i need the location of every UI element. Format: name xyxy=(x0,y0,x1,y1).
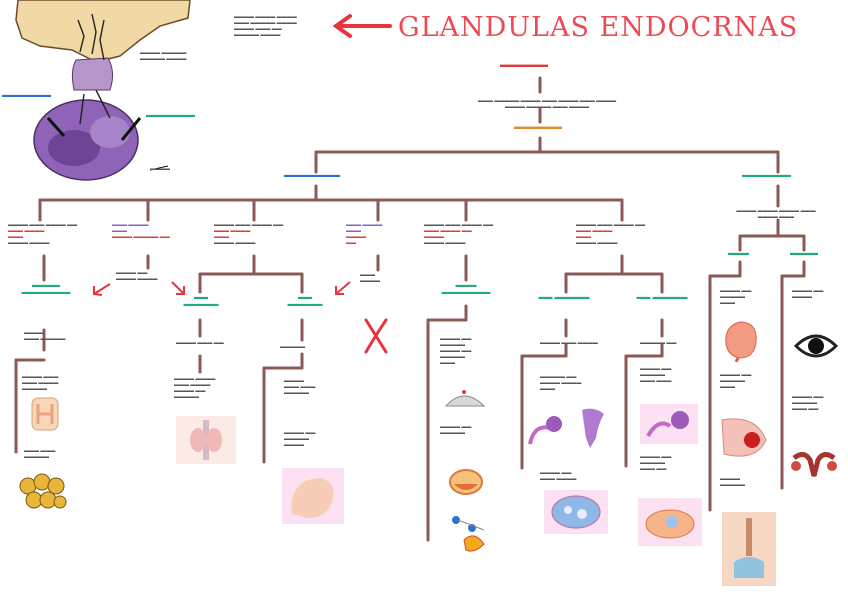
right-a-detail-a: ▬▬▬▬ ▬▬ ▬▬▬▬▬ ▬▬▬ xyxy=(720,288,752,306)
col2-note: ▬▬▬ ▬▬▬▬ ▬▬▬ ▬▬▬▬ ▬▬▬▬▬ ▬▬ xyxy=(112,222,170,240)
intro-note: ▬▬▬▬ ▬▬▬▬ ▬▬▬▬ ▬▬▬ ▬▬▬▬▬ ▬▬▬▬ ▬▬▬▬ ▬▬▬ ▬… xyxy=(234,14,297,38)
col6-note: ▬▬▬▬ ▬▬▬ ▬▬▬▬ ▬▬ ▬▬▬ ▬▬▬▬ ▬▬▬ ▬▬▬▬ ▬▬▬▬ xyxy=(576,222,646,246)
hypothalamus-label: ▬▬▬▬▬▬ xyxy=(500,60,548,69)
neuro-note: ▬▬▬▬ ▬▬▬▬ ▬▬▬▬ ▬▬▬ ▬▬▬▬ ▬▬▬ xyxy=(736,208,816,220)
col5-detail-a: ▬▬▬▬ ▬▬ ▬▬▬▬▬ ▬▬▬▬ ▬▬ ▬▬▬▬▬ ▬▬▬ xyxy=(440,336,472,366)
col4-note: ▬▬▬ ▬▬▬▬ ▬▬▬ ▬▬▬▬ ▬▬ xyxy=(346,222,383,246)
col3b-detail-b: ▬▬▬▬ ▬▬▬ ▬▬▬ ▬▬▬▬▬ xyxy=(284,378,316,396)
right-a-detail-c: ▬▬▬▬ ▬▬▬▬▬ xyxy=(720,476,745,488)
right-b-detail-a: ▬▬▬▬ ▬▬ ▬▬▬▬ xyxy=(792,288,824,300)
col3a-detail-b: ▬▬▬▬ ▬▬▬▬ ▬▬▬ ▬▬▬▬ ▬▬▬▬ ▬▬ ▬▬▬▬▬ xyxy=(174,376,216,400)
female-reproductive-illustration xyxy=(791,452,837,477)
col5-note: ▬▬▬▬ ▬▬▬ ▬▬▬▬ ▬▬ ▬▬▬ ▬▬▬▬ ▬▬ ▬▬▬▬ ▬▬▬▬ ▬… xyxy=(424,222,494,246)
col6a-label: ▬▬ ▬▬▬▬▬ xyxy=(538,294,590,301)
col1-detail-b: ▬▬▬▬ ▬▬▬ ▬▬▬ ▬▬▬▬ ▬▬▬▬▬ xyxy=(22,374,59,392)
adenohypophysis-label: ▬▬▬▬▬▬▬▬ xyxy=(284,172,340,179)
blue-label-left: ▬▬▬▬▬▬▬ xyxy=(2,92,51,99)
col3b-detail-c: ▬▬▬▬ ▬▬ ▬▬▬▬▬ ▬▬▬▬ xyxy=(284,430,316,448)
col3-note: ▬▬▬▬ ▬▬▬ ▬▬▬▬ ▬▬ ▬▬▬ ▬▬▬▬ ▬▬▬ ▬▬▬▬ ▬▬▬▬ xyxy=(214,222,284,246)
green-label-top: ▬▬▬▬▬▬▬ xyxy=(146,112,195,119)
ovary-follicle-illustration xyxy=(544,490,608,534)
col1-target-label: ▬▬▬▬ ▬▬▬▬▬▬▬ xyxy=(21,282,71,296)
red-arrow xyxy=(171,281,185,295)
hypophysis-label: ▬▬▬▬▬▬ xyxy=(514,122,562,131)
note-top-left: ▬▬▬▬ ▬▬▬▬▬ ▬▬▬▬▬ ▬▬▬▬ xyxy=(140,50,187,62)
col3b-label: ▬▬ ▬▬▬▬▬ xyxy=(287,294,323,308)
col1-note: ▬▬▬▬ ▬▬▬ ▬▬▬▬ ▬▬ ▬▬▬ ▬▬▬▬ ▬▬▬ ▬▬▬▬ ▬▬▬▬ xyxy=(8,222,78,246)
kidney-illustration xyxy=(444,390,486,407)
breast-illustration xyxy=(282,468,344,524)
col1-detail-c: ▬▬▬ ▬▬▬ ▬▬▬▬▬ xyxy=(24,448,56,460)
col6b-detail-c: ▬▬▬▬ ▬▬ ▬▬▬▬▬ ▬▬▬ ▬▬ xyxy=(640,454,672,472)
adrenal-gland-illustration xyxy=(449,469,483,495)
col5-detail-b: ▬▬▬▬ ▬▬ ▬▬▬▬▬ xyxy=(440,424,472,436)
col2-sub-note: ▬▬▬▬ ▬▬ ▬▬▬▬ ▬▬▬▬ xyxy=(116,270,158,282)
spine-bone-illustration xyxy=(722,512,776,586)
thyroid-illustration xyxy=(176,416,236,464)
right-b-label: ▬▬▬▬ xyxy=(790,250,818,257)
pituitary-gland-illustration xyxy=(15,0,191,181)
sperm-illustration xyxy=(452,516,485,552)
uterus-illustration xyxy=(528,408,604,448)
col6b-detail-a: ▬▬▬▬▬ ▬▬ xyxy=(640,340,677,346)
eye-illustration xyxy=(793,334,839,358)
col3a-detail-a: ▬▬▬▬ ▬▬▬ ▬▬ xyxy=(176,340,224,346)
right-a-label: ▬▬▬ xyxy=(728,250,749,257)
adrenal-gland-illustration xyxy=(721,418,767,457)
col6a-detail-a: ▬▬▬▬ ▬▬▬ ▬▬▬▬ xyxy=(540,340,598,346)
red-arrow xyxy=(332,14,392,38)
uterus-illustration xyxy=(640,404,698,444)
hypothalamus-note: ▬▬▬ ▬▬▬▬▬ ▬▬▬▬ ▬▬▬ ▬▬▬▬ ▬▬▬ ▬▬▬▬ ▬▬▬▬ ▬▬… xyxy=(477,98,617,110)
page-title: GLANDULAS ENDOCRNAS xyxy=(398,12,799,43)
right-b-detail-b: ▬▬▬▬ ▬▬ ▬▬▬▬▬ ▬▬▬ ▬▬ xyxy=(792,394,824,412)
ovary-follicle-illustration xyxy=(638,498,702,546)
col3b-detail-a: ▬▬▬▬▬ xyxy=(280,344,305,350)
red-arrow xyxy=(93,283,111,296)
col3a-label: ▬▬ ▬▬▬▬▬ xyxy=(183,294,219,308)
col6b-label: ▬▬ ▬▬▬▬▬ xyxy=(636,294,688,301)
col1-detail-a: ▬▬▬▬ ▬▬▬ ▬▬▬▬▬ xyxy=(24,330,66,342)
col4-sub-note: ▬▬▬ ▬▬▬▬ xyxy=(360,272,380,284)
kidney-illustration xyxy=(725,321,757,362)
neurohypophysis-label: ▬▬▬▬▬▬▬ xyxy=(742,172,791,179)
col6b-detail-b: ▬▬▬▬ ▬▬ ▬▬▬▬▬ ▬▬▬ ▬▬▬ xyxy=(640,366,672,384)
col5-target-label: ▬▬▬ ▬▬▬▬▬▬▬ xyxy=(441,282,491,296)
note-small: ▬▬▬▬ xyxy=(150,166,170,172)
cross-out-mark xyxy=(364,318,388,354)
col6a-detail-c: ▬▬▬▬ ▬▬ ▬▬▬ ▬▬▬▬ xyxy=(540,470,577,482)
adipose-cells-illustration xyxy=(19,473,67,509)
thyroid-illustration xyxy=(31,397,59,431)
right-a-detail-b: ▬▬▬▬ ▬▬ ▬▬▬▬▬ ▬▬▬ xyxy=(720,372,752,390)
red-arrow xyxy=(335,281,351,295)
col6a-detail-b: ▬▬▬▬▬ ▬▬ ▬▬▬▬ ▬▬▬▬ ▬▬▬ xyxy=(540,374,582,392)
